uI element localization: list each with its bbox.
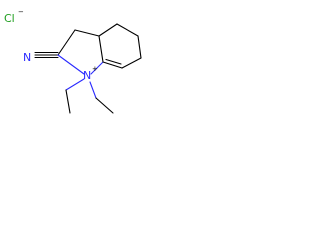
bond-n-ethyl1-ch2: [65, 78, 85, 91]
bond-c2-c3: [57, 29, 76, 56]
ethyl-groups: [65, 78, 114, 114]
ring-nitrogen-label: N: [83, 69, 91, 82]
double-bond-inner: [105, 58, 122, 65]
bond-c4-c5: [116, 23, 139, 37]
bond-ethyl1-ch3: [65, 89, 71, 114]
pyrrolidine-ring: [57, 29, 104, 75]
nitrile-nitrogen-label: N: [23, 51, 31, 64]
bond-c3a-c7a: [98, 35, 104, 63]
bond-n-ethyl2-ch2: [89, 81, 97, 99]
bond-n-c2: [57, 54, 85, 75]
nitrile-group: N: [23, 51, 59, 64]
bond-c7a-n: [90, 61, 104, 75]
bond-c3a-c4: [98, 23, 118, 37]
bond-c6-c7: [121, 57, 142, 69]
chloride-charge: −: [18, 8, 24, 16]
ring-nitrogen-charge: +: [92, 65, 98, 73]
chloride-symbol: Cl: [4, 12, 15, 25]
molecule-structure: Cl − N N +: [4, 8, 142, 114]
chloride-ion: Cl −: [4, 8, 24, 25]
bond-c5-c6: [137, 35, 142, 59]
cyclohexene-ring: [98, 23, 142, 69]
bond-ethyl2-ch3: [95, 97, 114, 114]
bond-c7-c7a: [102, 61, 123, 69]
ring-nitrogen: N +: [83, 65, 98, 82]
bond-c3-c3a: [74, 29, 100, 37]
